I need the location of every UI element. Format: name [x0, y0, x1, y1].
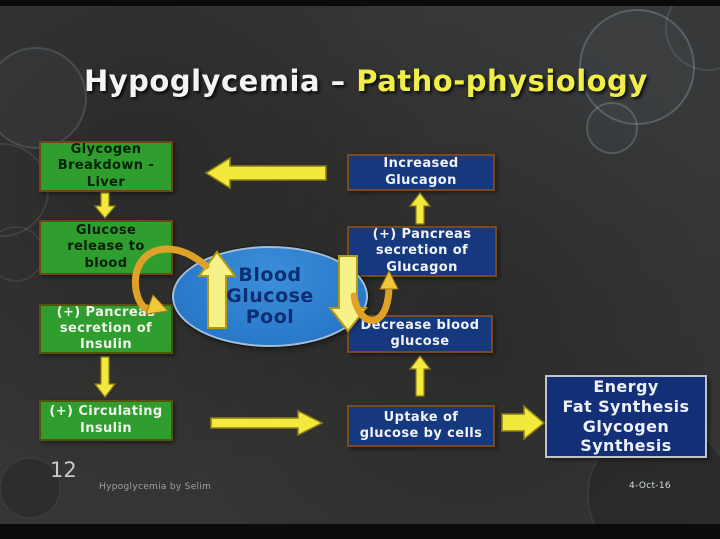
- bottom-black-bar: [0, 524, 720, 539]
- arrow-uptake-to-decrease-glucose: [408, 355, 432, 397]
- box-decrease-blood-glucose: Decrease blood glucose: [347, 315, 493, 353]
- arrow-insulin-secretion-to-circulating: [93, 356, 117, 398]
- top-black-bar: [0, 0, 720, 6]
- arrow-insulin-to-uptake: [210, 409, 324, 437]
- box-glycogen-breakdown-liver: Glycogen Breakdown - Liver: [39, 141, 173, 192]
- footer-date: 4-Oct-16: [629, 481, 671, 491]
- decor-circle: [0, 226, 44, 282]
- arrow-uptake-to-energy: [501, 404, 546, 441]
- box-glucose-release-to-blood: Glucose release to blood: [39, 220, 173, 275]
- slide-number: 12: [50, 458, 77, 482]
- box-pancreas-secretion-insulin: (+) Pancreas secretion of Insulin: [39, 304, 173, 354]
- blood-glucose-pool-ellipse: Blood Glucose Pool: [172, 246, 368, 347]
- box-increased-glucagon: Increased Glucagon: [347, 154, 495, 191]
- page-title: Hypoglycemia – Patho-physiology: [84, 64, 648, 98]
- arrow-glucagon-to-glycogen-breakdown: [204, 156, 327, 190]
- title-prefix: Hypoglycemia –: [84, 64, 357, 99]
- decor-circle: [586, 102, 638, 154]
- box-pancreas-secretion-glucagon: (+) Pancreas secretion of Glucagon: [347, 226, 497, 277]
- decor-circle: [0, 47, 87, 149]
- box-energy-fat-glycogen-synthesis: Energy Fat Synthesis Glycogen Synthesis: [545, 375, 707, 458]
- arrow-glycogen-to-glucose-release: [93, 192, 117, 219]
- title-highlight: Patho-physiology: [356, 64, 648, 99]
- arrow-glucagon-secretion-to-increased: [408, 192, 432, 225]
- box-uptake-glucose-by-cells: Uptake of glucose by cells: [347, 405, 495, 447]
- box-circulating-insulin: (+) Circulating Insulin: [39, 400, 173, 441]
- footer-credit: Hypoglycemia by Selim: [99, 482, 212, 492]
- decor-circle: [665, 0, 720, 71]
